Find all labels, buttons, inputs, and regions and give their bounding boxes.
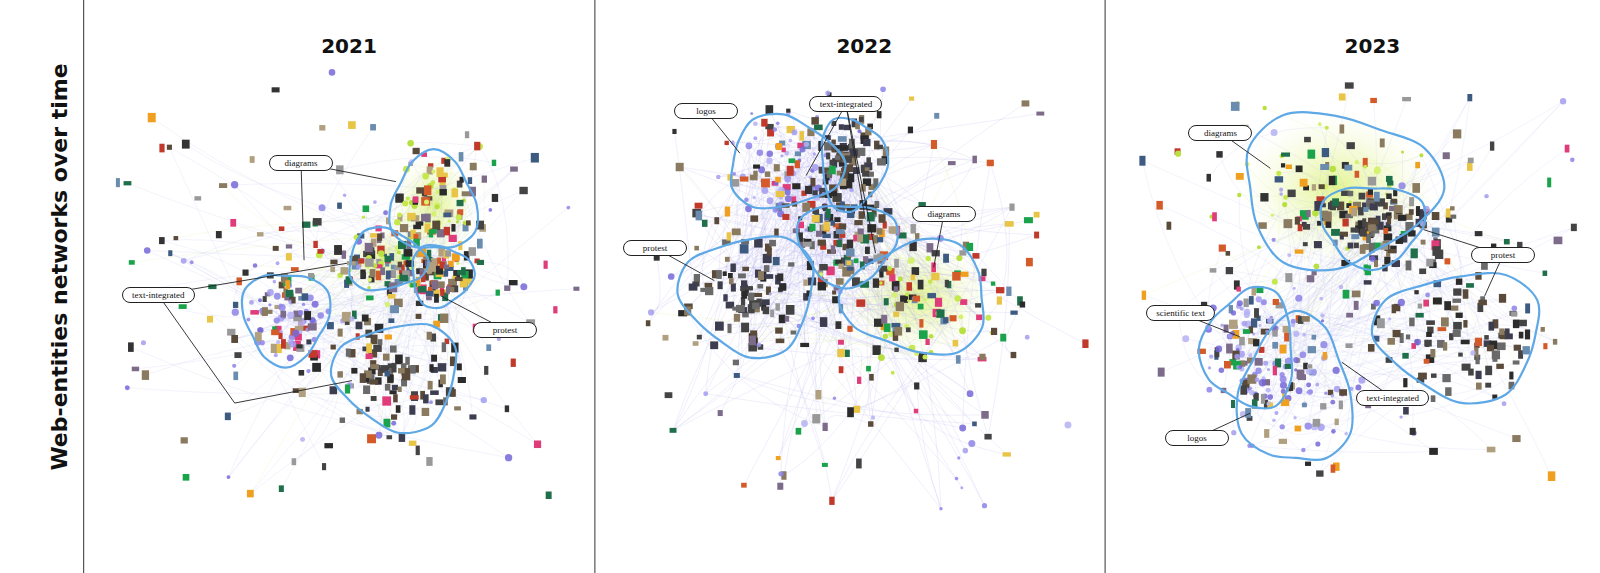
cluster-label-text: diagrams [285,158,318,168]
cluster-outline [1372,273,1539,403]
leader-line [934,214,944,267]
cluster-outline [349,227,428,290]
network-panel [116,69,580,499]
vertical-title: Web-entities networks over time [47,64,72,471]
thumbnail-dots [646,86,1089,510]
cluster-label: protest [1471,247,1535,263]
cluster-outline [1199,287,1292,409]
leader-line [158,295,352,403]
cluster-label: diagrams [912,206,976,222]
cluster-label-text: protest [643,243,668,253]
cluster-label-text: logos [1187,433,1207,443]
cluster-label-text: text-integrated [1367,393,1419,403]
cluster-label-text: text-integrated [132,290,184,300]
leader-line [806,104,846,175]
panel-separator [1105,0,1106,573]
cluster-outline [1247,112,1445,270]
cluster-outline [1321,188,1426,271]
cluster-outline [1237,311,1353,460]
cluster-label: diagrams [1188,125,1252,141]
cluster-label: text-integrated [1356,390,1429,406]
cluster-outline [412,245,475,308]
cluster-outline [242,275,330,368]
cluster-label: scientific text [1146,305,1215,321]
network-panel [1139,82,1576,481]
cluster-outline [331,324,457,433]
cluster-label-text: protest [1491,250,1516,260]
year-heading: 2023 [1345,34,1401,58]
cluster-label: protest [473,322,537,338]
year-heading: 2021 [321,34,377,58]
cluster-outline [839,239,984,355]
cluster-label: protest [623,240,687,256]
cluster-outline [677,236,813,358]
cluster-label: logos [1165,430,1229,446]
faint-edges [1142,86,1573,477]
panel-separator [83,0,84,573]
cluster-label-text: diagrams [1204,128,1237,138]
leader-line [846,104,865,219]
thumbnail-dots [116,69,580,499]
cluster-label-text: protest [493,325,518,335]
faint-edges [648,89,1085,509]
cluster-outline [822,118,889,212]
leader-line [846,104,876,253]
cluster-label-text: diagrams [927,209,960,219]
faint-edges [127,118,576,494]
cluster-label: text-integrated [122,287,195,303]
year-heading: 2022 [836,34,892,58]
cluster-label: text-integrated [809,96,882,112]
cluster-outline [389,149,478,248]
thumbnail-dots [1139,82,1576,481]
network-panel [646,86,1089,510]
cluster-label-text: text-integrated [820,99,872,109]
cluster-label: diagrams [269,155,333,171]
cluster-glow [1240,112,1434,265]
leader-line [301,163,304,260]
cluster-label: logos [674,103,738,119]
cluster-label-text: scientific text [1156,308,1205,318]
panel-separator [594,0,595,573]
cluster-label-text: logos [696,106,716,116]
